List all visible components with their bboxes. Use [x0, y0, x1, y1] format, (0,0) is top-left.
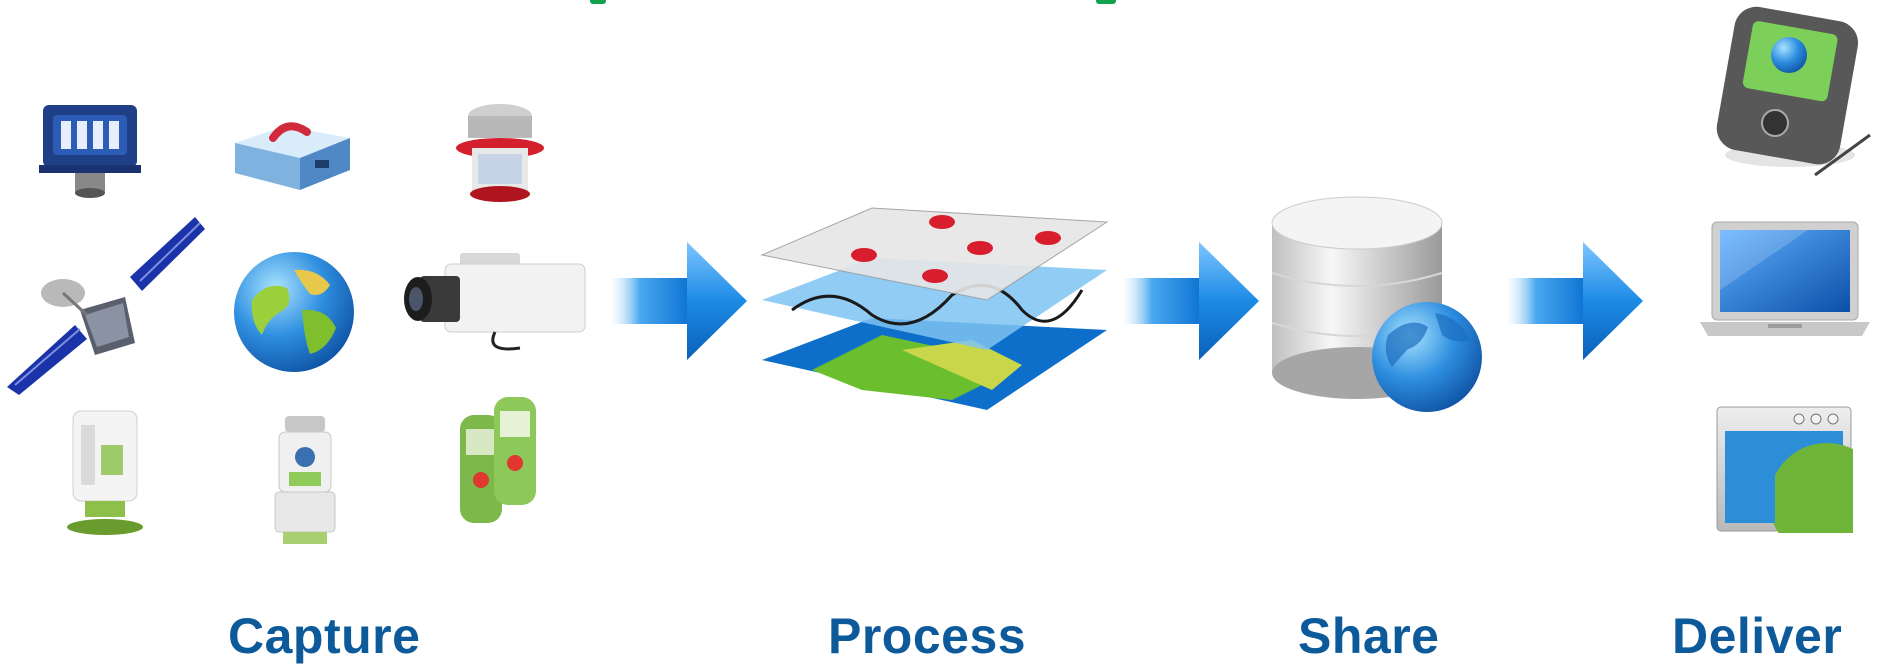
capture-label: Capture	[228, 608, 421, 664]
database-globe-icon	[1270, 195, 1485, 415]
earth-globe-icon	[232, 250, 357, 375]
share-label: Share	[1298, 608, 1440, 664]
arrow-capture-to-process	[612, 242, 747, 360]
deliver-label: Deliver	[1672, 608, 1843, 664]
aerial-camera-icon	[35, 95, 145, 200]
mapping-sensor-icon	[450, 98, 550, 208]
laser-scanner-icon	[55, 405, 155, 535]
title-fragment	[590, 0, 1130, 8]
pda-device-icon	[1705, 5, 1875, 185]
satellite-icon	[5, 215, 210, 395]
surveillance-camera-icon	[400, 248, 590, 358]
web-browser-globe-icon	[1715, 405, 1853, 533]
arrow-process-to-share	[1124, 242, 1259, 360]
scanner-unit-icon	[225, 108, 355, 193]
arrow-share-to-deliver	[1508, 242, 1643, 360]
process-label: Process	[828, 608, 1027, 664]
total-station-icon	[265, 412, 345, 547]
gnss-handheld-icon	[458, 395, 538, 530]
map-layers-icon	[752, 200, 1122, 415]
laptop-icon	[1698, 220, 1873, 345]
